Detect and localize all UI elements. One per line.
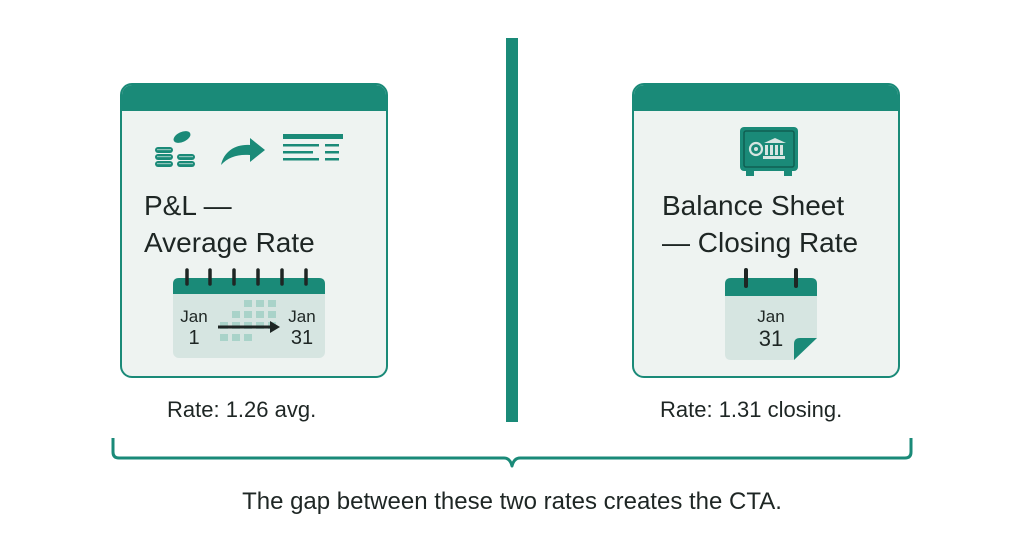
calendar-start-month: Jan	[180, 307, 208, 326]
pl-average-rate-card: P&L — Average Rate Jan 1 Jan 31	[120, 83, 388, 378]
closing-rate-label: Rate: 1.31 closing.	[660, 397, 843, 422]
calendar-end-month: Jan	[288, 307, 316, 326]
calendar-date: Jan 31	[746, 307, 796, 351]
card-title-line-2: Average Rate	[144, 227, 315, 258]
calendar-start-date: Jan 1	[174, 307, 214, 349]
coins-icon	[155, 131, 195, 167]
arrow-icon	[221, 138, 265, 165]
vault-icon	[740, 127, 798, 176]
caption: The gap between these two rates creates …	[242, 488, 782, 515]
calendar-end-date: Jan 31	[282, 307, 322, 349]
ledger-icon	[283, 134, 343, 161]
calendar-range-icon	[173, 268, 325, 358]
average-rate-label: Rate: 1.26 avg.	[167, 397, 317, 422]
card-header-band	[122, 85, 386, 111]
balance-sheet-closing-rate-card: Balance Sheet — Closing Rate Jan 31	[632, 83, 900, 378]
calendar-icon	[725, 268, 817, 360]
center-divider	[506, 38, 518, 422]
card-title-line-1: Balance Sheet	[662, 190, 845, 221]
card-header-band	[634, 85, 898, 111]
card-title: Balance Sheet — Closing Rate	[662, 187, 858, 261]
calendar-day: 31	[758, 326, 784, 351]
card-title-line-1: P&L —	[144, 190, 232, 221]
card-title: P&L — Average Rate	[144, 187, 315, 261]
calendar-month: Jan	[757, 307, 785, 326]
calendar-end-day: 31	[290, 327, 314, 349]
calendar-start-day: 1	[188, 327, 200, 349]
card-title-line-2: — Closing Rate	[662, 227, 859, 258]
bracket-connector	[111, 438, 913, 468]
